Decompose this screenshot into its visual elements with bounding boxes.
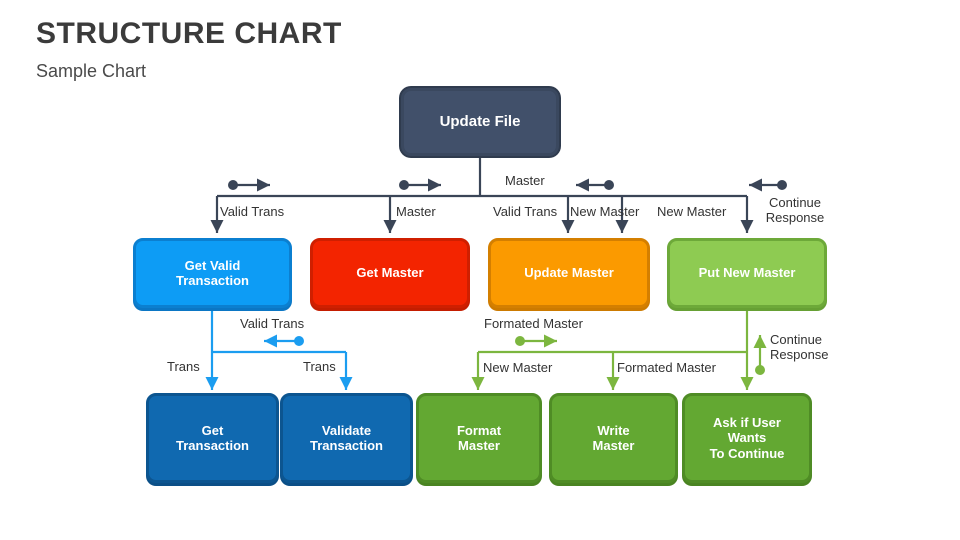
node-label: Get Master xyxy=(356,265,424,281)
node-label: Update File xyxy=(439,113,521,131)
edge-label-new-master-2: New Master xyxy=(657,204,727,219)
node-update-file[interactable]: Update File xyxy=(401,88,559,156)
node-label: Update Master xyxy=(524,265,614,281)
edge-label-new-master-1: New Master xyxy=(570,204,640,219)
edge-label-trans-2: Trans xyxy=(303,359,336,374)
edge-label-trans-1: Trans xyxy=(167,359,200,374)
node-label: Get Transaction xyxy=(176,422,249,453)
data-couple-master-left xyxy=(576,178,614,192)
node-format-master[interactable]: Format Master xyxy=(416,393,542,483)
edge-label-continue-response-1: Continue Response xyxy=(765,195,825,225)
node-label: Write Master xyxy=(592,422,635,453)
edge-label-valid-trans-1: Valid Trans xyxy=(220,204,285,219)
node-write-master[interactable]: Write Master xyxy=(549,393,678,483)
node-label: Get Valid Transaction xyxy=(176,257,249,288)
data-couple-new-master-left xyxy=(749,178,787,192)
node-get-valid-transaction[interactable]: Get Valid Transaction xyxy=(133,238,292,308)
page-subtitle: Sample Chart xyxy=(36,61,147,81)
edge-label-master-1: Master xyxy=(396,204,436,219)
node-label: Validate Transaction xyxy=(310,422,383,453)
data-couple-formated-master-right xyxy=(515,334,557,348)
couple-label-valid-trans-blue: Valid Trans xyxy=(240,316,305,331)
node-validate-transaction[interactable]: Validate Transaction xyxy=(280,393,413,483)
green-branch-connectors xyxy=(471,308,754,390)
edge-label-continue-response-2: Continue Response xyxy=(770,332,829,362)
node-put-new-master[interactable]: Put New Master xyxy=(667,238,827,308)
data-couple-master-right xyxy=(399,178,441,192)
node-get-master[interactable]: Get Master xyxy=(310,238,470,308)
node-ask-if-user-wants-to-continue[interactable]: Ask if User Wants To Continue xyxy=(682,393,812,483)
edge-label-formated-master: Formated Master xyxy=(617,360,716,375)
root-connector-group xyxy=(210,156,754,233)
couple-label-master-top: Master xyxy=(505,173,545,188)
node-get-transaction[interactable]: Get Transaction xyxy=(146,393,279,483)
node-label: Ask if User Wants To Continue xyxy=(709,415,785,461)
page-title: STRUCTURE CHART xyxy=(36,17,342,50)
edge-label-valid-trans-2: Valid Trans xyxy=(493,204,558,219)
data-couple-continue-response-up xyxy=(753,335,767,375)
blue-branch-connectors xyxy=(205,308,353,390)
node-update-master[interactable]: Update Master xyxy=(488,238,650,308)
data-couple-valid-trans-right xyxy=(228,178,270,192)
couple-label-formated-master-top: Formated Master xyxy=(484,316,583,331)
node-label: Put New Master xyxy=(698,265,796,281)
data-couple-blue-valid-trans xyxy=(264,334,304,348)
node-label: Format Master xyxy=(456,422,502,453)
edge-label-new-master-3: New Master xyxy=(483,360,553,375)
